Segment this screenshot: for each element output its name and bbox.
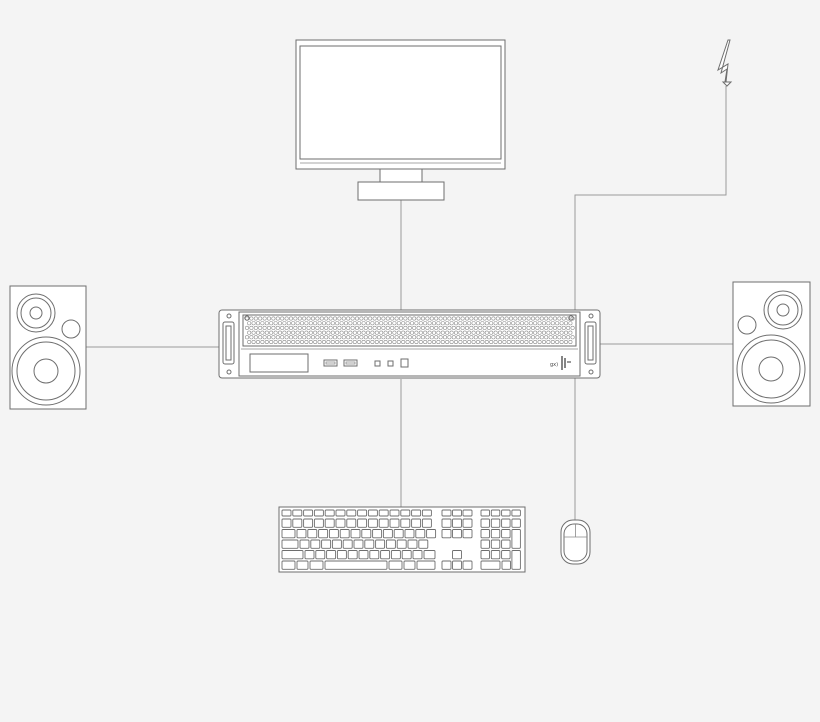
monitor-icon: [295, 39, 506, 201]
server-vent-grille: [245, 316, 575, 344]
keyboard-icon: [278, 506, 526, 573]
lightning-bolt-icon: [717, 39, 733, 87]
mouse-icon: [560, 519, 591, 565]
server-brand-label: gx): [550, 362, 558, 368]
brand-logo-icon: [561, 356, 571, 370]
rack-server-icon: gx): [218, 309, 601, 379]
keyboard-keys: [281, 509, 521, 570]
connection-power-mouse: [574, 86, 727, 520]
speaker-right: [732, 281, 811, 407]
speaker-left: [9, 285, 87, 410]
